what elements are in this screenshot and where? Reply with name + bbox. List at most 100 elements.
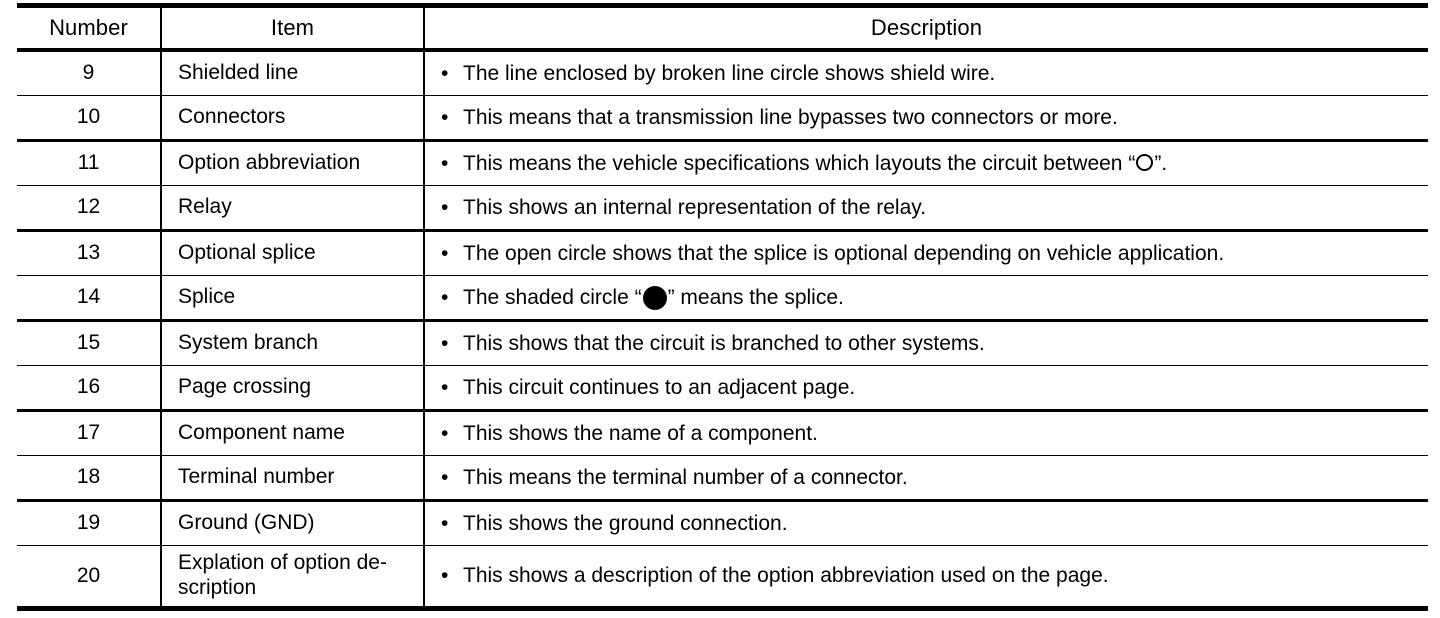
row-number-cell: 12 [17, 185, 162, 232]
row-description-value: This shows an internal representation of… [463, 195, 927, 219]
filled-circle-icon [642, 285, 667, 310]
row-description-value: This shows a description of the option a… [463, 564, 1109, 588]
row-item-cell: System branch [161, 320, 425, 366]
row-number-value: 9 [82, 61, 95, 85]
row-description-cell: • This means the terminal number of a co… [424, 455, 1428, 502]
row-number-cell: 16 [17, 365, 162, 412]
bullet-icon: • [441, 465, 449, 489]
row-item-value: Optional splice [178, 241, 316, 265]
row-item-value: Option abbreviation [178, 151, 361, 175]
row-description-value: This shows the name of a component. [463, 421, 818, 445]
table-row: 15 System branch • This shows that the c… [17, 320, 1428, 366]
row-item-cell: Component name [161, 410, 425, 456]
row-item-cell: Shielded line [161, 50, 425, 96]
row-item-cell: Page crossing [161, 365, 425, 412]
row-number-cell: 20 [17, 545, 162, 611]
row-number-value: 18 [76, 465, 101, 489]
table-row: 11 Option abbreviation • This means the … [17, 140, 1428, 186]
row-description-value: This shows that the circuit is branched … [463, 331, 985, 355]
bullet-icon: • [441, 564, 449, 588]
table-row: 20 Explation of option de-scription • Th… [17, 545, 1428, 611]
table-row: 12 Relay • This shows an internal repres… [17, 185, 1428, 232]
row-description-wrap: • This means the terminal number of a co… [425, 465, 1428, 490]
bullet-icon: • [441, 105, 449, 129]
row-description-cell: • This circuit continues to an adjacent … [424, 365, 1428, 412]
bullet-icon: • [441, 61, 449, 85]
legend-table: Number Item Description 9 Shielded line [17, 3, 1428, 611]
column-header-number-label: Number [49, 15, 128, 40]
table-row: 18 Terminal number • This means the term… [17, 455, 1428, 502]
row-item-value: Terminal number [178, 465, 335, 489]
row-number-value: 20 [76, 563, 101, 587]
row-description-cell: • This shows an internal representation … [424, 185, 1428, 232]
row-number-cell: 19 [17, 500, 162, 546]
row-description-wrap: • This shows an internal representation … [425, 195, 1428, 220]
row-description-value: The line enclosed by broken line circle … [463, 61, 996, 85]
row-item-cell: Optional splice [161, 230, 425, 276]
row-description-cell: • This means that a transmission line by… [424, 95, 1428, 142]
row-description-cell: • This means the vehicle specifications … [424, 140, 1428, 186]
row-description-wrap: • The open circle shows that the splice … [425, 241, 1428, 266]
row-description-text-before: The shaded circle “ [463, 285, 642, 309]
row-number-value: 13 [76, 241, 101, 265]
row-item-cell: Relay [161, 185, 425, 232]
row-description-wrap: • This shows the name of a component. [425, 421, 1428, 446]
row-number-cell: 15 [17, 320, 162, 366]
table-row: 14 Splice • The shaded circle “ ” means t… [17, 275, 1428, 322]
row-description-cell: • The line enclosed by broken line circl… [424, 50, 1428, 96]
row-number-value: 12 [76, 195, 101, 219]
bullet-icon: • [441, 195, 449, 219]
table-row: 10 Connectors • This means that a transm… [17, 95, 1428, 142]
row-item-cell: Option abbreviation [161, 140, 425, 186]
column-header-item-label: Item [270, 15, 315, 40]
row-item-cell: Ground (GND) [161, 500, 425, 546]
column-header-item: Item [161, 3, 425, 52]
row-item-value: Page crossing [178, 375, 312, 399]
row-description-text-before: This means the vehicle specifications wh… [463, 151, 1136, 175]
table-row: 9 Shielded line • The line enclosed by b… [17, 50, 1428, 96]
row-description-value: This shows the ground connection. [463, 511, 788, 535]
row-description-cell: • This shows the name of a component. [424, 410, 1428, 456]
bullet-icon: • [441, 331, 449, 355]
open-circle-icon [1136, 153, 1154, 171]
row-item-value: Connectors [178, 105, 286, 129]
row-description-cell: • The shaded circle “ ” means the splice. [424, 275, 1428, 322]
row-description-cell: • This shows a description of the option… [424, 545, 1428, 611]
row-description-wrap: • This shows the ground connection. [425, 511, 1428, 536]
row-number-cell: 13 [17, 230, 162, 276]
row-description-wrap: • The line enclosed by broken line circl… [425, 61, 1428, 86]
row-number-value: 10 [76, 105, 101, 129]
bullet-icon: • [441, 241, 449, 265]
table-body: 9 Shielded line • The line enclosed by b… [17, 50, 1428, 611]
row-number-value: 14 [76, 285, 101, 309]
table-row: 17 Component name • This shows the name … [17, 410, 1428, 456]
row-item-value: System branch [178, 331, 319, 355]
bullet-icon: • [441, 151, 449, 175]
row-item-cell: Splice [161, 275, 425, 322]
row-description-value: This means that a transmission line bypa… [463, 105, 1118, 129]
row-item-value: Ground (GND) [178, 511, 315, 535]
row-description-cell: • This shows the ground connection. [424, 500, 1428, 546]
row-item-cell: Connectors [161, 95, 425, 142]
row-description-wrap: • This means the vehicle specifications … [425, 151, 1428, 176]
row-number-cell: 18 [17, 455, 162, 502]
row-number-cell: 11 [17, 140, 162, 186]
row-number-value: 15 [76, 331, 101, 355]
row-item-value: Component name [178, 421, 345, 445]
row-item-value: Relay [178, 195, 232, 219]
table-header-row: Number Item Description [17, 3, 1428, 52]
row-description-value: This means the vehicle specifications wh… [463, 151, 1418, 176]
column-header-number: Number [17, 3, 162, 52]
row-item-value: Splice [178, 285, 236, 309]
column-header-description-label: Description [870, 15, 983, 40]
bullet-icon: • [441, 285, 449, 309]
row-description-wrap: • This shows that the circuit is branche… [425, 331, 1428, 356]
row-number-value: 11 [77, 151, 100, 175]
row-description-wrap: • This circuit continues to an adjacent … [425, 375, 1428, 400]
row-item-value: Shielded line [178, 61, 299, 85]
row-description-text-after: ” means the splice. [667, 285, 844, 309]
row-description-cell: • The open circle shows that the splice … [424, 230, 1428, 276]
row-number-cell: 17 [17, 410, 162, 456]
row-description-wrap: • The shaded circle “ ” means the splice. [425, 285, 1428, 310]
